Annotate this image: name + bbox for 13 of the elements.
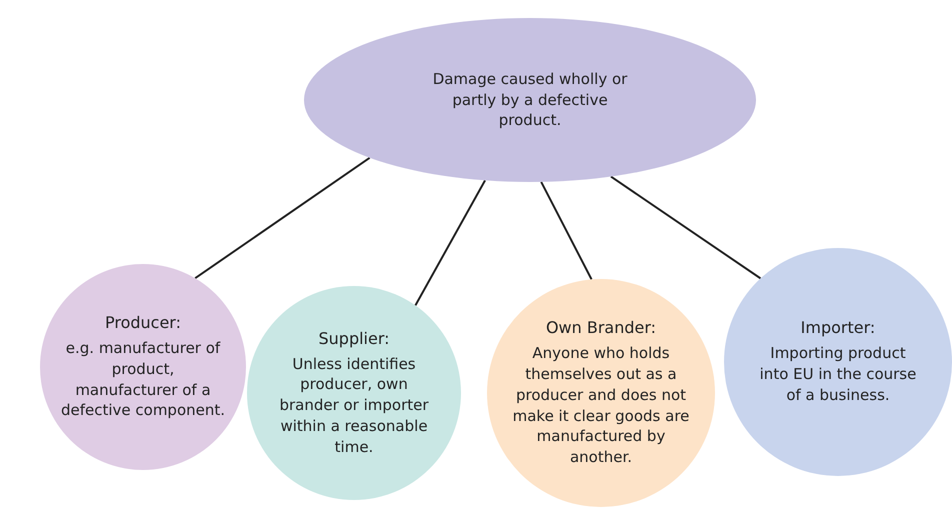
description-text: Unless identifies producer, own brander or importer within a reasonable time.: [278, 354, 430, 458]
category-heading: Producer:: [104, 313, 182, 332]
category-heading: Importer:: [800, 318, 876, 338]
description-text: Damage caused wholly or partly by a defective product.: [432, 68, 628, 132]
connector-line: [540, 181, 592, 280]
description-text: Importing product into EU in the course of a business.: [758, 343, 918, 406]
description-text: Anyone who holds themselves out as a producer and does not make it clear goods are manufactured by another.: [512, 343, 690, 468]
connector-line: [194, 156, 370, 280]
description-text: e.g. manufacturer of product, manufacturer of a defective component.: [60, 338, 226, 421]
category-heading: Supplier:: [317, 328, 391, 348]
category-heading: Own Brander:: [544, 318, 658, 338]
connector-line: [610, 176, 762, 280]
connector-line: [414, 180, 486, 306]
